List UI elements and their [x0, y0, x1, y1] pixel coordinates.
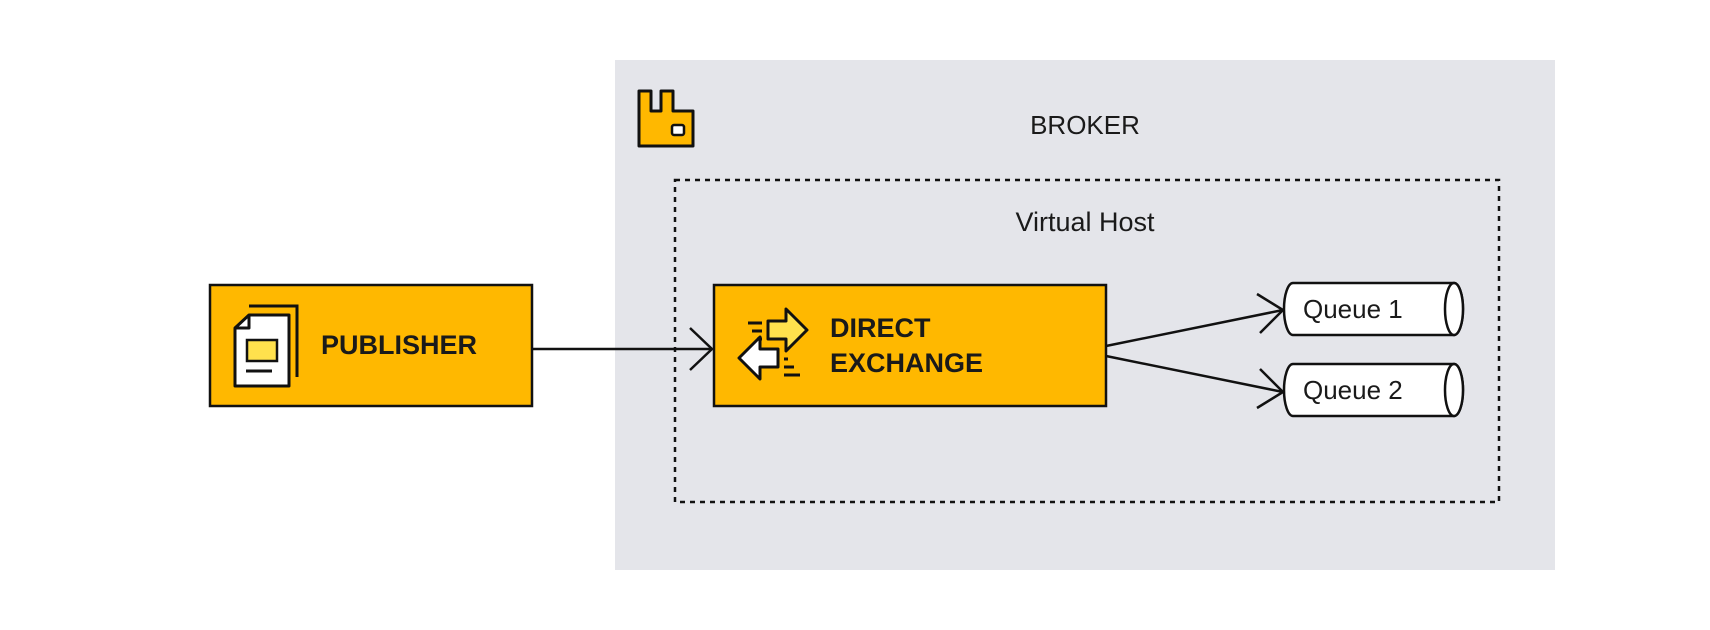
document-icon — [233, 304, 299, 388]
direct-exchange-box — [712, 283, 1108, 408]
exchange-label-line2: EXCHANGE — [830, 348, 983, 378]
broker-title: BROKER — [1030, 110, 1140, 140]
publisher-label: PUBLISHER — [321, 330, 477, 360]
exchange-arrows-icon — [737, 307, 809, 381]
queue-2-label: Queue 2 — [1303, 375, 1403, 405]
virtual-host-container — [673, 178, 1501, 504]
queue-1-label: Queue 1 — [1303, 294, 1403, 324]
rabbitmq-logo-icon — [637, 89, 695, 148]
exchange-label-line1: DIRECT — [830, 313, 931, 343]
publisher-to-exchange-arrow — [532, 327, 714, 371]
queue-2 — [1282, 362, 1465, 418]
virtual-host-title: Virtual Host — [1015, 207, 1155, 237]
queue-1 — [1282, 281, 1465, 337]
